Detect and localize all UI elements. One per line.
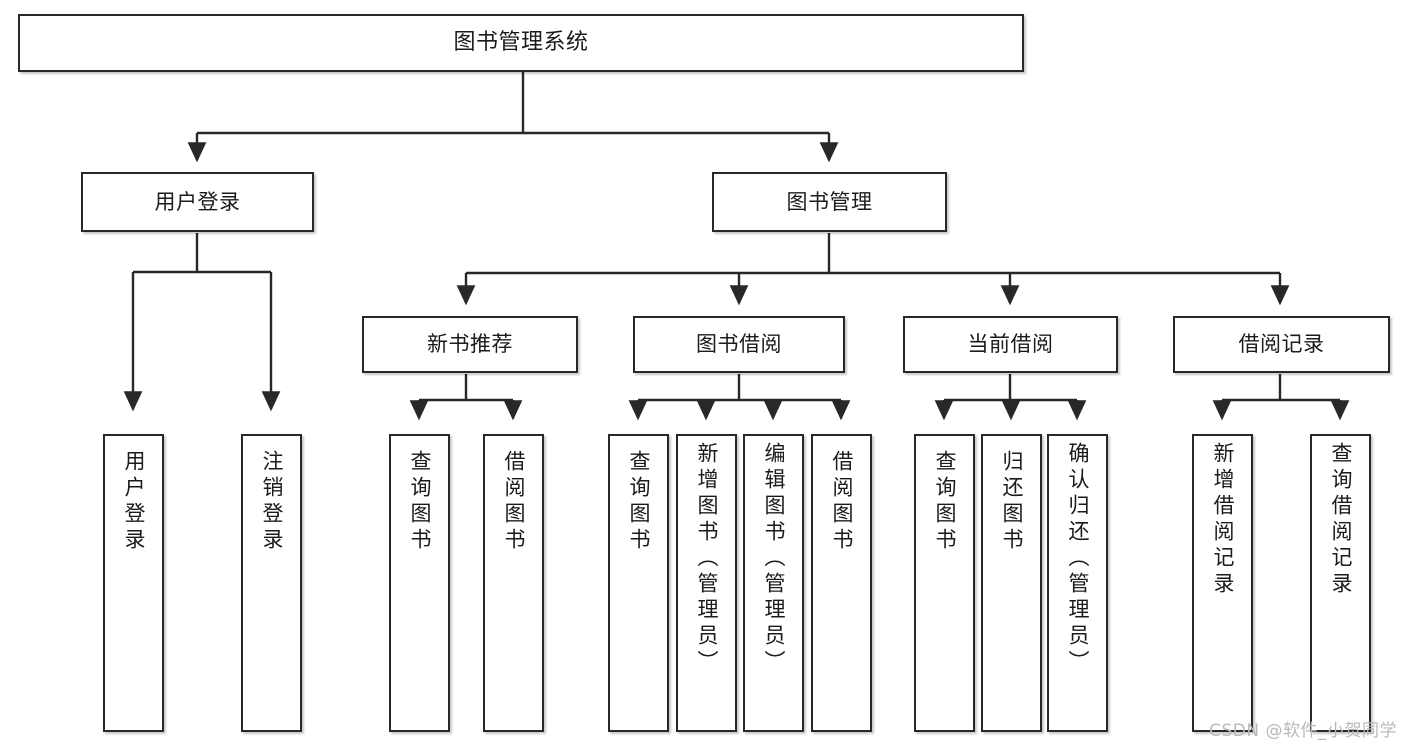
node-current-borrow[interactable]: 当前借阅 [903,316,1118,373]
leaf-query-book-current[interactable]: 查询图书 [914,434,975,732]
node-label: 编辑图书（管理员） [762,442,786,676]
node-book-management[interactable]: 图书管理 [712,172,947,232]
node-label: 新增借阅记录 [1211,442,1235,598]
node-label: 图书管理 [786,189,873,214]
leaf-add-book-admin[interactable]: 新增图书（管理员） [676,434,737,732]
node-label: 用户登录 [154,189,241,214]
node-book-borrow[interactable]: 图书借阅 [633,316,845,373]
node-label: 新书推荐 [427,332,513,357]
node-label: 归还图书 [1000,450,1024,554]
node-borrow-record[interactable]: 借阅记录 [1173,316,1390,373]
leaf-confirm-return-admin[interactable]: 确认归还（管理员） [1047,434,1108,732]
node-label: 用户登录 [122,450,146,554]
node-label: 查询借阅记录 [1329,442,1353,598]
node-label: 注销登录 [260,450,284,554]
node-label: 借阅图书 [830,450,854,554]
node-label: 查询图书 [933,450,957,554]
node-label: 确认归还（管理员） [1066,442,1090,676]
leaf-logout-login[interactable]: 注销登录 [241,434,302,732]
node-label: 借阅图书 [502,450,526,554]
leaf-add-borrow-record[interactable]: 新增借阅记录 [1192,434,1253,732]
node-label: 图书借阅 [696,332,782,357]
leaf-borrow-book-borrow[interactable]: 借阅图书 [811,434,872,732]
leaf-query-borrow-record[interactable]: 查询借阅记录 [1310,434,1371,732]
leaf-return-book[interactable]: 归还图书 [981,434,1042,732]
watermark: CSDN @软件_小贺同学 [1209,721,1397,741]
leaf-edit-book-admin[interactable]: 编辑图书（管理员） [743,434,804,732]
node-root-system[interactable]: 图书管理系统 [18,14,1024,72]
node-user-login[interactable]: 用户登录 [81,172,314,232]
node-label: 查询图书 [408,450,432,554]
node-new-book-recommend[interactable]: 新书推荐 [362,316,578,373]
node-label: 当前借阅 [967,332,1054,357]
node-label: 图书管理系统 [453,30,589,56]
leaf-borrow-book-recommend[interactable]: 借阅图书 [483,434,544,732]
leaf-query-book-recommend[interactable]: 查询图书 [389,434,450,732]
node-label: 新增图书（管理员） [695,442,719,676]
leaf-user-login[interactable]: 用户登录 [103,434,164,732]
leaf-query-book-borrow[interactable]: 查询图书 [608,434,669,732]
node-label: 借阅记录 [1238,332,1325,357]
node-label: 查询图书 [627,450,651,554]
